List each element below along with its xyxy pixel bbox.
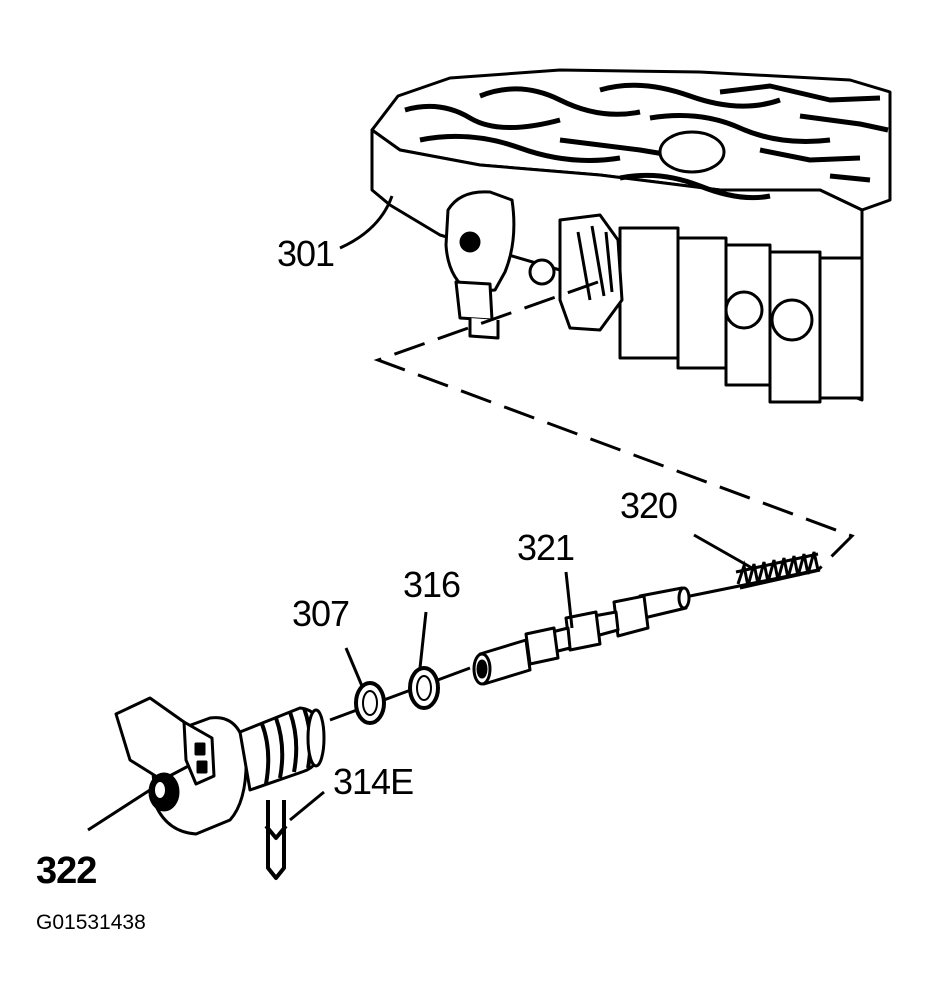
leader-lines (87, 195, 753, 832)
mounted-solenoid-connector (454, 280, 494, 322)
valve-land (524, 626, 560, 666)
retainer-bracket (558, 213, 624, 332)
valve-bore (770, 298, 814, 342)
callout-322: 322 (36, 850, 97, 892)
retainer-bracket-lines (576, 225, 614, 301)
callout-320: 320 (620, 485, 678, 526)
spring-320 (735, 551, 821, 590)
figure-id: G01531438 (36, 911, 146, 934)
leader-322 (87, 788, 151, 832)
valve-body-block (818, 256, 864, 400)
valve-body-block (618, 226, 680, 360)
retainer-clip-314E (264, 800, 288, 880)
valve-sleeve-bore (476, 659, 488, 679)
valve-bore (528, 258, 556, 286)
valve-body-block (676, 236, 728, 370)
callout-301: 301 (277, 233, 335, 274)
retainer-clip-slot (264, 824, 288, 840)
leader-320 (693, 533, 753, 570)
mounted-solenoid-tip (468, 318, 500, 340)
valve-bore (724, 290, 764, 330)
valve-body-accumulator (658, 130, 726, 174)
mounted-solenoid-port (459, 231, 481, 253)
solenoid-terminal (196, 760, 208, 774)
leader-314E (289, 790, 325, 822)
callout-307: 307 (292, 593, 350, 634)
seal-316-inner (416, 675, 432, 701)
leader-316 (418, 611, 428, 669)
valve-body-channels (404, 82, 889, 201)
callout-316: 316 (403, 564, 461, 605)
callout-321: 321 (517, 527, 575, 568)
seal-307-inner (362, 690, 378, 716)
callout-314E: 314E (333, 761, 414, 802)
spring-outline (735, 552, 821, 590)
seal-307 (354, 681, 386, 725)
solenoid-neck-end (306, 708, 326, 768)
valve-land-end (677, 586, 691, 610)
solenoid-322 (114, 696, 326, 836)
leader-307 (344, 647, 364, 687)
assembly-path-line (373, 280, 855, 572)
seal-316 (408, 666, 440, 710)
leader-301 (339, 195, 394, 250)
valve-body-assembly (370, 68, 892, 404)
solenoid-port-highlight (155, 782, 165, 798)
solenoid-terminal (194, 742, 206, 756)
leader-321 (564, 571, 574, 629)
valve-321 (472, 586, 691, 686)
